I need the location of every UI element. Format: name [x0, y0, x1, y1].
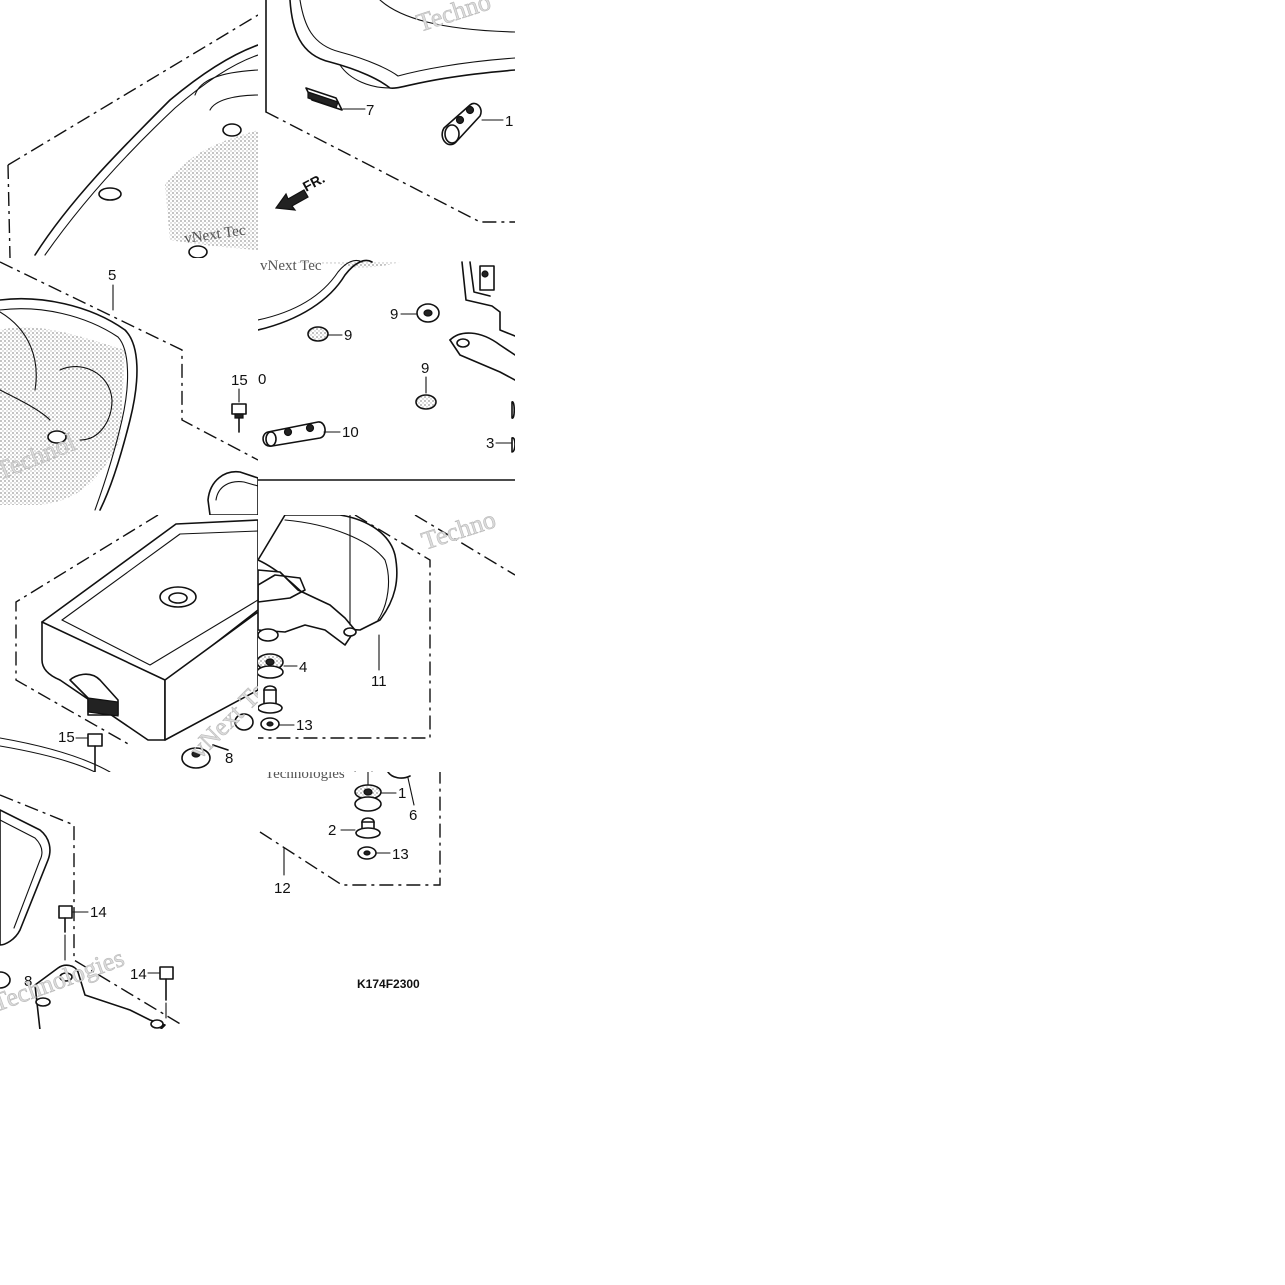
- storage-box-body: [41, 519, 258, 741]
- watermark-text: vNext Tec: [260, 258, 322, 274]
- watermark-text: Techno: [418, 505, 499, 556]
- part-9-grommet: [416, 303, 440, 323]
- part-8-grommet: [181, 747, 211, 769]
- callout-3: 3: [486, 435, 494, 452]
- callout-9: 9: [344, 327, 352, 344]
- part-1-grommet: [354, 784, 382, 812]
- callout-15: 15: [58, 729, 75, 746]
- callout-10-partial: 0: [258, 371, 266, 388]
- part-4-grommet: [258, 653, 284, 679]
- callout-8: 8: [225, 750, 233, 767]
- part-collar: [258, 685, 283, 714]
- callout-7: 7: [366, 102, 374, 119]
- callout-6: 6: [409, 807, 417, 824]
- part-grommet-small: [234, 713, 254, 731]
- callout-13: 13: [392, 846, 409, 863]
- callout-1: 1: [398, 785, 406, 802]
- part-2-collar: [355, 817, 381, 839]
- callout-9: 9: [421, 360, 429, 377]
- part-15-bolt: [87, 733, 103, 772]
- tile-parts-1-2-13: Technologies 6 1 2 13 12 K174F230: [259, 766, 441, 991]
- watermark-text: Techno: [413, 0, 494, 38]
- watermark-text: Technologies: [265, 766, 345, 782]
- callout-1: 1: [505, 113, 513, 130]
- tile-seat-bottom-top: Techno 7 1 FR.: [265, 0, 515, 223]
- callout-2: 2: [328, 822, 336, 839]
- part-11-bracket: [258, 515, 398, 646]
- callout-9: 9: [390, 306, 398, 323]
- tile-parts-9-10: vNext Tec 9 9 9 0 10: [258, 258, 515, 481]
- part-7-cushion: [305, 87, 343, 111]
- part-9-grommet: [307, 326, 329, 342]
- callout-11: 11: [371, 673, 387, 690]
- callout-12: 12: [274, 880, 291, 897]
- callout-10: 10: [342, 424, 359, 441]
- part-10-collar: [262, 421, 326, 447]
- mounting-bracket: [34, 964, 166, 1029]
- callout-8: 8: [24, 973, 32, 990]
- part-15-bolt: [231, 403, 247, 433]
- part-1-collar: [441, 102, 482, 146]
- callout-14: 14: [130, 966, 147, 983]
- part-14-bolt: [159, 966, 174, 1001]
- tile-seat-top-left: vNext Tec: [7, 14, 258, 258]
- tile-storage-box: 15 8 vNext Tec: [0, 515, 258, 772]
- callout-15: 15: [231, 372, 248, 389]
- callout-5: 5: [108, 267, 116, 284]
- callout-13: 13: [296, 717, 313, 734]
- front-direction-arrow: FR.: [274, 170, 327, 211]
- part-13-nut: [260, 717, 280, 731]
- tile-parts-4-11-13: Techno 11 4: [258, 505, 515, 772]
- callout-4: 4: [299, 659, 307, 676]
- drawing-code: K174F2300: [357, 977, 420, 991]
- part-14-bolt: [58, 905, 73, 933]
- tile-box-bracket: 14 14 8 Technologies: [0, 794, 183, 1029]
- part-13-nut: [357, 846, 377, 860]
- callout-14: 14: [90, 904, 107, 921]
- tile-seat-mid-left: 5 15 Technol: [0, 261, 258, 515]
- part-9-grommet: [415, 394, 437, 410]
